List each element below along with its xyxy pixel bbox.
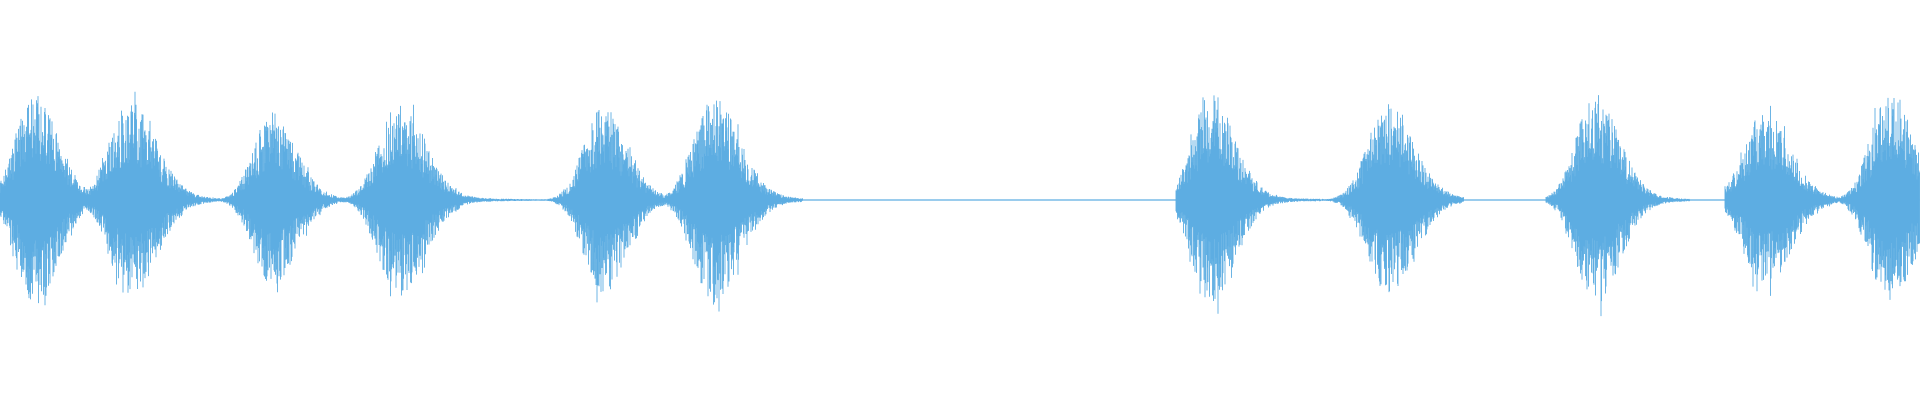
waveform-samples: [0, 91, 1920, 317]
waveform-trace: [0, 91, 1920, 317]
